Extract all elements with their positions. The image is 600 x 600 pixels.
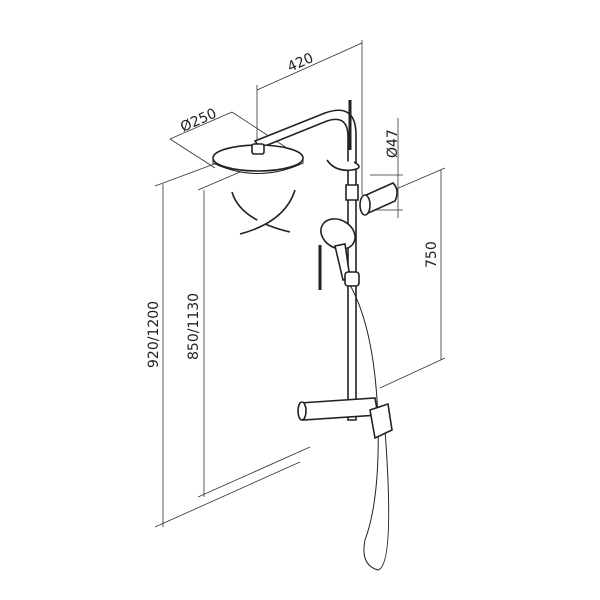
shower-hose [349, 284, 390, 571]
dim-bracket-height: 750 [379, 167, 446, 389]
label-total-height: 920/1200 [146, 301, 162, 368]
label-head-height: 850/1130 [186, 293, 202, 360]
hand-shower [320, 218, 360, 287]
shower-riser [253, 109, 359, 421]
wall-bracket [359, 182, 398, 216]
dim-head-height: 850/1130 [186, 171, 311, 498]
label-arm-length: 420 [285, 50, 316, 75]
dim-bracket-diameter: Ø47 [370, 118, 403, 218]
thermostatic-mixer [297, 397, 393, 440]
rain-shower-head [212, 143, 304, 174]
dim-total-height: 920/1200 [146, 159, 301, 528]
label-head-diameter: Ø250 [178, 106, 219, 136]
height-adjust-arrows-icon [318, 100, 352, 290]
label-bracket-height: 750 [424, 241, 440, 268]
swivel-arrows-icon [231, 159, 360, 235]
label-bracket-diameter: Ø47 [385, 129, 401, 158]
